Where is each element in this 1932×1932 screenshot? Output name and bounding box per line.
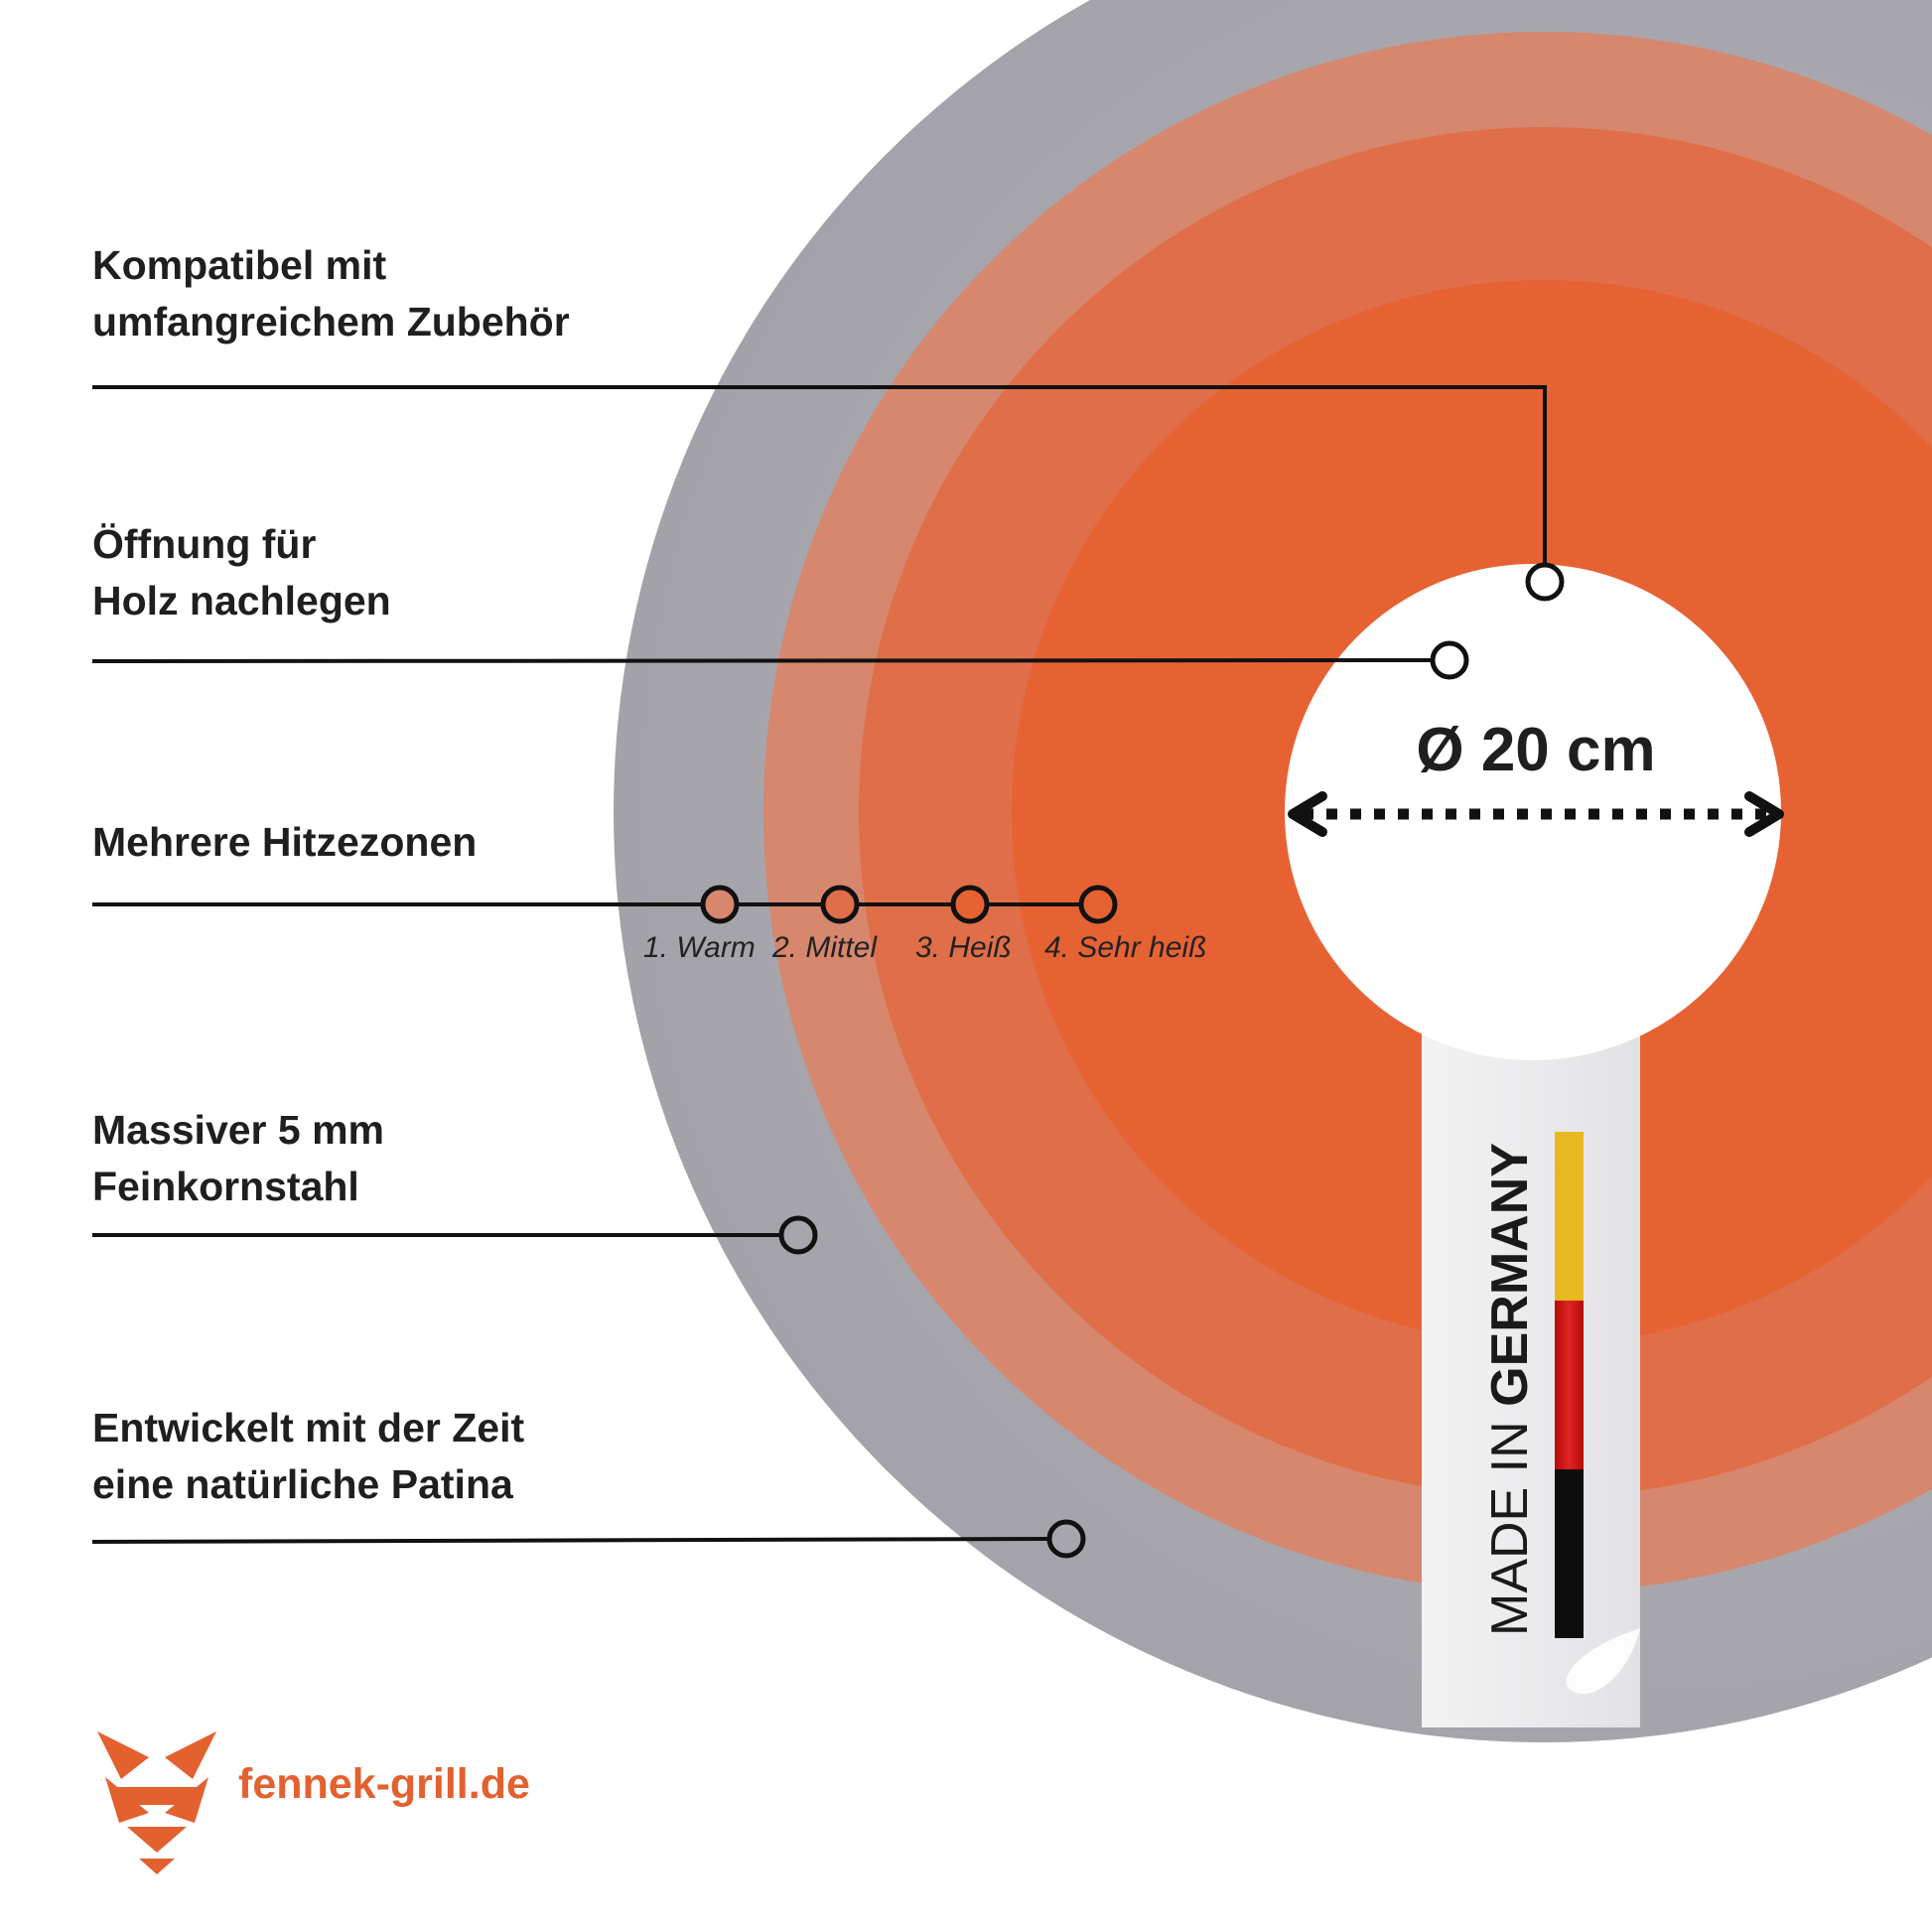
flag-stripe-gold <box>1555 1132 1584 1301</box>
made-in-germany-badge: MADE IN GERMANY <box>1422 1033 1640 1727</box>
zone-label-hot: 3. Heiß <box>915 931 1012 964</box>
zone-marker-warm <box>700 885 740 924</box>
zone-marker-hot <box>950 885 990 924</box>
flag-stripe-red <box>1555 1301 1584 1469</box>
callout-line-accessories <box>92 385 1547 564</box>
callout-marker-steel <box>778 1215 818 1255</box>
opening-diameter-label: Ø 20 cm <box>1416 716 1655 784</box>
zone-label-very-hot: 4. Sehr heiß <box>1044 931 1207 964</box>
callout-marker-accessories <box>1525 562 1565 602</box>
made-in-germany-text: MADE IN GERMANY <box>1481 1143 1539 1636</box>
fox-head-icon <box>97 1731 216 1874</box>
brand-url[interactable]: fennek-grill.de <box>238 1760 530 1808</box>
callout-marker-opening <box>1430 640 1469 680</box>
callout-marker-patina <box>1046 1519 1086 1559</box>
zone-marker-very-hot <box>1078 885 1118 924</box>
flag-stripe-black <box>1555 1469 1584 1638</box>
zone-label-warm: 1. Warm <box>643 931 756 964</box>
zone-marker-medium <box>820 885 860 924</box>
feature-heat-zones: Mehrere Hitzezonen <box>92 819 478 865</box>
diameter-arrow <box>1288 791 1784 837</box>
callout-line-opening <box>91 658 1433 663</box>
zone-label-medium: 2. Mittel <box>772 931 878 964</box>
callout-line-patina <box>91 1537 1049 1544</box>
center-opening <box>1285 564 1781 1060</box>
